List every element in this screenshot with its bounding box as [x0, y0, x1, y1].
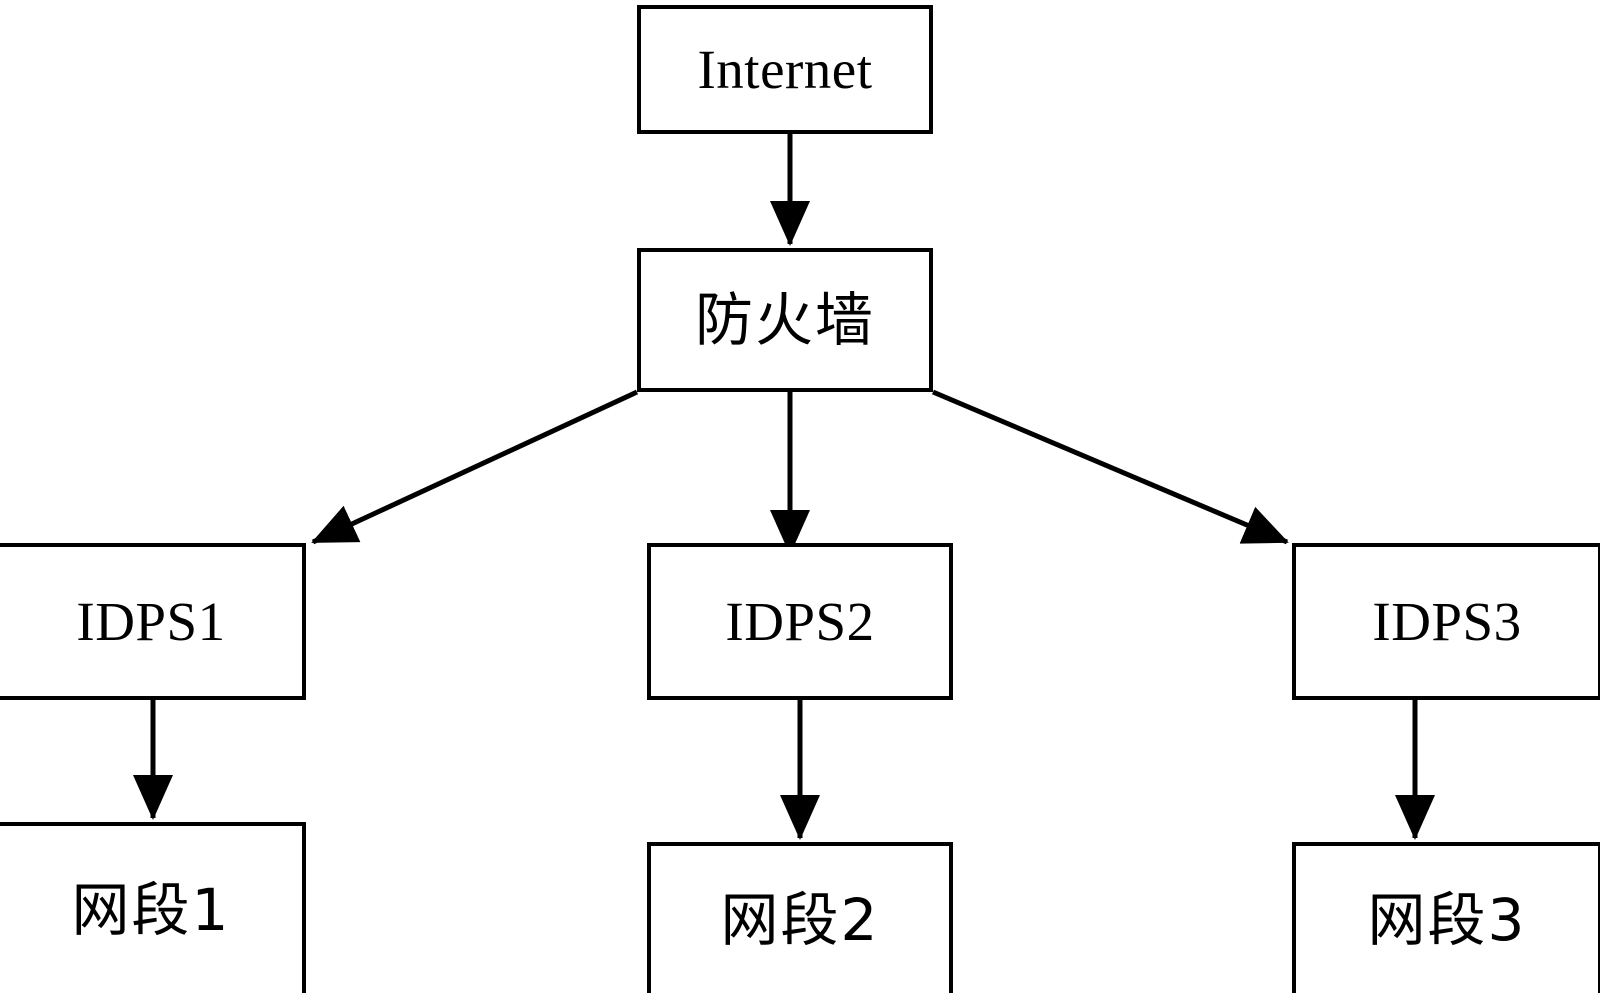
node-firewall-label: 防火墙	[694, 286, 875, 354]
node-segment3-label: 网段3	[1367, 885, 1527, 954]
node-idps1-label: IDPS1	[76, 591, 226, 652]
edge-firewall-idps1	[311, 389, 639, 545]
node-idps3-label: IDPS3	[1372, 591, 1522, 652]
node-segment2[interactable]: 网段2	[647, 842, 953, 993]
node-idps3[interactable]: IDPS3	[1292, 543, 1600, 700]
node-segment2-label: 网段2	[720, 885, 880, 954]
node-segment3[interactable]: 网段3	[1292, 842, 1600, 993]
node-idps1[interactable]: IDPS1	[0, 543, 306, 700]
node-internet[interactable]: Internet	[637, 5, 933, 134]
node-segment1-label: 网段1	[71, 875, 231, 944]
node-firewall[interactable]: 防火墙	[637, 248, 933, 392]
edge-firewall-idps3	[932, 389, 1289, 545]
node-segment1[interactable]: 网段1	[0, 822, 306, 993]
node-idps2-label: IDPS2	[725, 591, 875, 652]
node-internet-label: Internet	[697, 39, 873, 100]
node-idps2[interactable]: IDPS2	[647, 543, 953, 700]
